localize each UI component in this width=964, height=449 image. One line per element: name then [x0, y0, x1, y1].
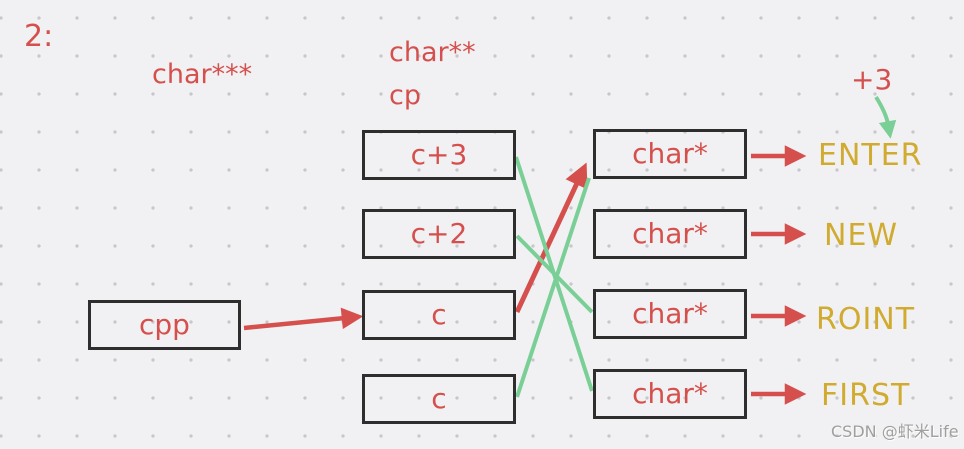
middle-box-c-row3: c — [362, 290, 516, 340]
charptr-box-label: char* — [632, 217, 708, 250]
arrow-cpp-to-c — [243, 307, 364, 331]
line-c-row4-to-charptr-row1 — [515, 177, 591, 398]
charptr-box-label: char* — [632, 297, 708, 330]
arrow-plus3-to-enter — [874, 95, 897, 139]
offset-plus3-label: +3 — [851, 63, 893, 96]
target-label-enter: ENTER — [818, 138, 923, 173]
charptr-box-3: char* — [593, 289, 747, 339]
charptr-box-2: char* — [593, 209, 747, 259]
middle-box-label: c — [431, 382, 447, 415]
target-label-first: FIRST — [821, 378, 911, 413]
line-cplus3-to-charptr-row4 — [514, 156, 594, 392]
charptr-box-4: char* — [593, 369, 747, 419]
target-label-roint: ROINT — [816, 302, 916, 337]
charptr-box-label: char* — [632, 377, 708, 410]
index-label: 2: — [24, 19, 54, 54]
line-cplus2-to-charptr-row3 — [515, 234, 594, 314]
middle-box-label: c — [431, 298, 447, 331]
watermark: CSDN @虾米Life — [831, 422, 959, 441]
arrow-c-row3-to-charptr-row1 — [514, 162, 588, 314]
charptr-box-label: char* — [632, 137, 708, 170]
cpp-box-label: cpp — [139, 308, 190, 341]
middle-box-label: c+2 — [410, 217, 468, 250]
target-label-new: NEW — [824, 218, 899, 253]
middle-box-c-plus-2: c+2 — [362, 209, 516, 259]
charptr-box-1: char* — [593, 129, 747, 179]
cp-type-label: char** — [389, 37, 476, 68]
middle-box-c-row4: c — [362, 374, 516, 424]
cpp-type-label: char*** — [152, 59, 253, 90]
middle-box-c-plus-3: c+3 — [362, 130, 516, 180]
cp-name-label: cp — [389, 80, 421, 111]
cpp-box: cpp — [88, 300, 241, 350]
middle-box-label: c+3 — [410, 138, 468, 171]
